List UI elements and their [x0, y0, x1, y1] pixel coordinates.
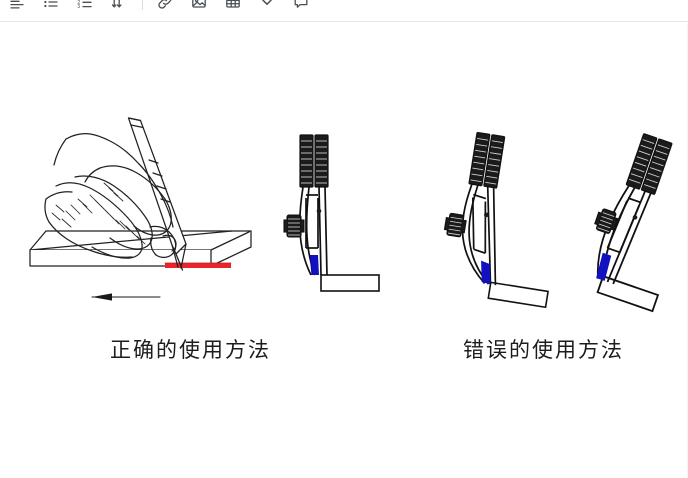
document-toolbar: 1 2 3 [0, 0, 688, 22]
handle-knurl [301, 140, 327, 184]
handle-knurl [470, 138, 503, 185]
adjuster-knurl [597, 212, 615, 233]
workpiece-plate [320, 274, 380, 292]
svg-text:1: 1 [77, 0, 80, 2]
hand-shading [51, 182, 146, 245]
scriber-tip-blue [310, 255, 319, 275]
adjuster-knurl [447, 216, 463, 236]
scribed-red-line [165, 263, 231, 268]
scriber-handle [299, 134, 329, 188]
adjuster-knurl [288, 218, 300, 236]
panel-scriber-upright [283, 134, 380, 292]
chevron-down-icon[interactable] [254, 0, 280, 15]
bulleted-list-icon[interactable] [38, 0, 64, 15]
scriber-tip-blue [481, 260, 491, 285]
svg-text:3: 3 [77, 4, 80, 10]
align-left-icon[interactable] [4, 0, 30, 15]
panel-hand-holding-scriber [29, 117, 252, 301]
workpiece-plate [487, 281, 549, 309]
svg-text:2: 2 [77, 0, 80, 6]
adjuster-wheel [283, 214, 305, 238]
toolbar-button-group: 1 2 3 [0, 0, 322, 17]
panel-scriber-leaning [594, 133, 673, 313]
panel-scriber-tilted [443, 131, 549, 309]
scriber-tip-blue [596, 252, 612, 281]
caption-wrong-method: 错误的使用方法 [463, 338, 624, 362]
document-page[interactable]: 正确的使用方法 错误的使用方法 [0, 23, 688, 478]
handle-knurl [628, 139, 670, 189]
figure-scriber-usage [0, 23, 688, 478]
figure-illustration [29, 117, 673, 313]
table-icon[interactable] [220, 0, 246, 15]
workpiece-plate [596, 275, 660, 313]
image-icon[interactable] [186, 0, 212, 15]
hand-outline [44, 133, 177, 259]
link-icon[interactable] [152, 0, 178, 15]
toolbar-separator [142, 0, 143, 10]
scriber-handle [625, 133, 673, 195]
scriber-legs [461, 183, 497, 286]
line-spacing-icon[interactable] [106, 0, 132, 15]
comment-icon[interactable] [288, 0, 314, 15]
motion-arrow [91, 293, 161, 301]
numbered-list-icon[interactable]: 1 2 3 [72, 0, 98, 15]
caption-correct-method: 正确的使用方法 [110, 338, 271, 362]
